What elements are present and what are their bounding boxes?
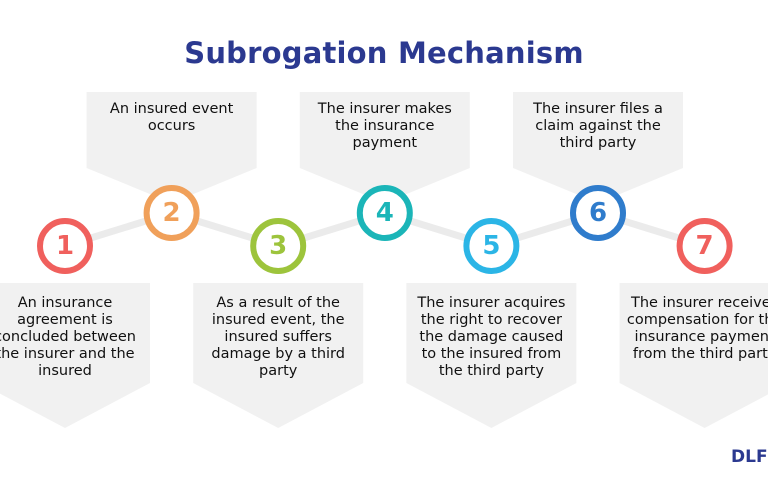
step-circle-5: [463, 218, 520, 274]
dlf-logo: DLF.: [731, 447, 768, 467]
step-circle-4: [356, 185, 413, 241]
step-text: The insurer acquires the right to recove…: [417, 295, 566, 379]
step-box-3: [193, 283, 364, 428]
page-title: Subrogation Mechanism: [184, 36, 584, 70]
step-circle-3: [250, 218, 307, 274]
step-text: An insurance agreement is concluded betw…: [0, 295, 136, 379]
step-circle-6: [570, 185, 626, 241]
step-number: 7: [695, 231, 714, 261]
step-text: The insurer receives compensation for th…: [626, 295, 768, 362]
step-number: 6: [588, 198, 608, 228]
step-box-7: [619, 283, 768, 428]
step-text: The insurer files a claim against the th…: [533, 101, 663, 151]
logo-text: DLF: [731, 447, 768, 467]
step-box-1: [0, 283, 150, 428]
step-number: 4: [375, 198, 394, 228]
step-circle-7: [676, 218, 733, 274]
step-number: 1: [55, 231, 75, 261]
step-number: 2: [162, 198, 181, 228]
step-text: The insurer makes the insurance payment: [317, 101, 452, 151]
step-number: 5: [482, 231, 501, 261]
step-text: As a result of the insured event, the in…: [211, 295, 345, 379]
step-circle-1: [37, 218, 93, 274]
step-box-6: [513, 92, 683, 203]
step-box-2: [86, 92, 257, 203]
step-box-4: [299, 92, 470, 203]
step-text: An insured event occurs: [109, 101, 234, 134]
step-box-5: [406, 283, 577, 428]
step-number: 3: [269, 231, 288, 261]
step-circle-2: [143, 185, 200, 241]
